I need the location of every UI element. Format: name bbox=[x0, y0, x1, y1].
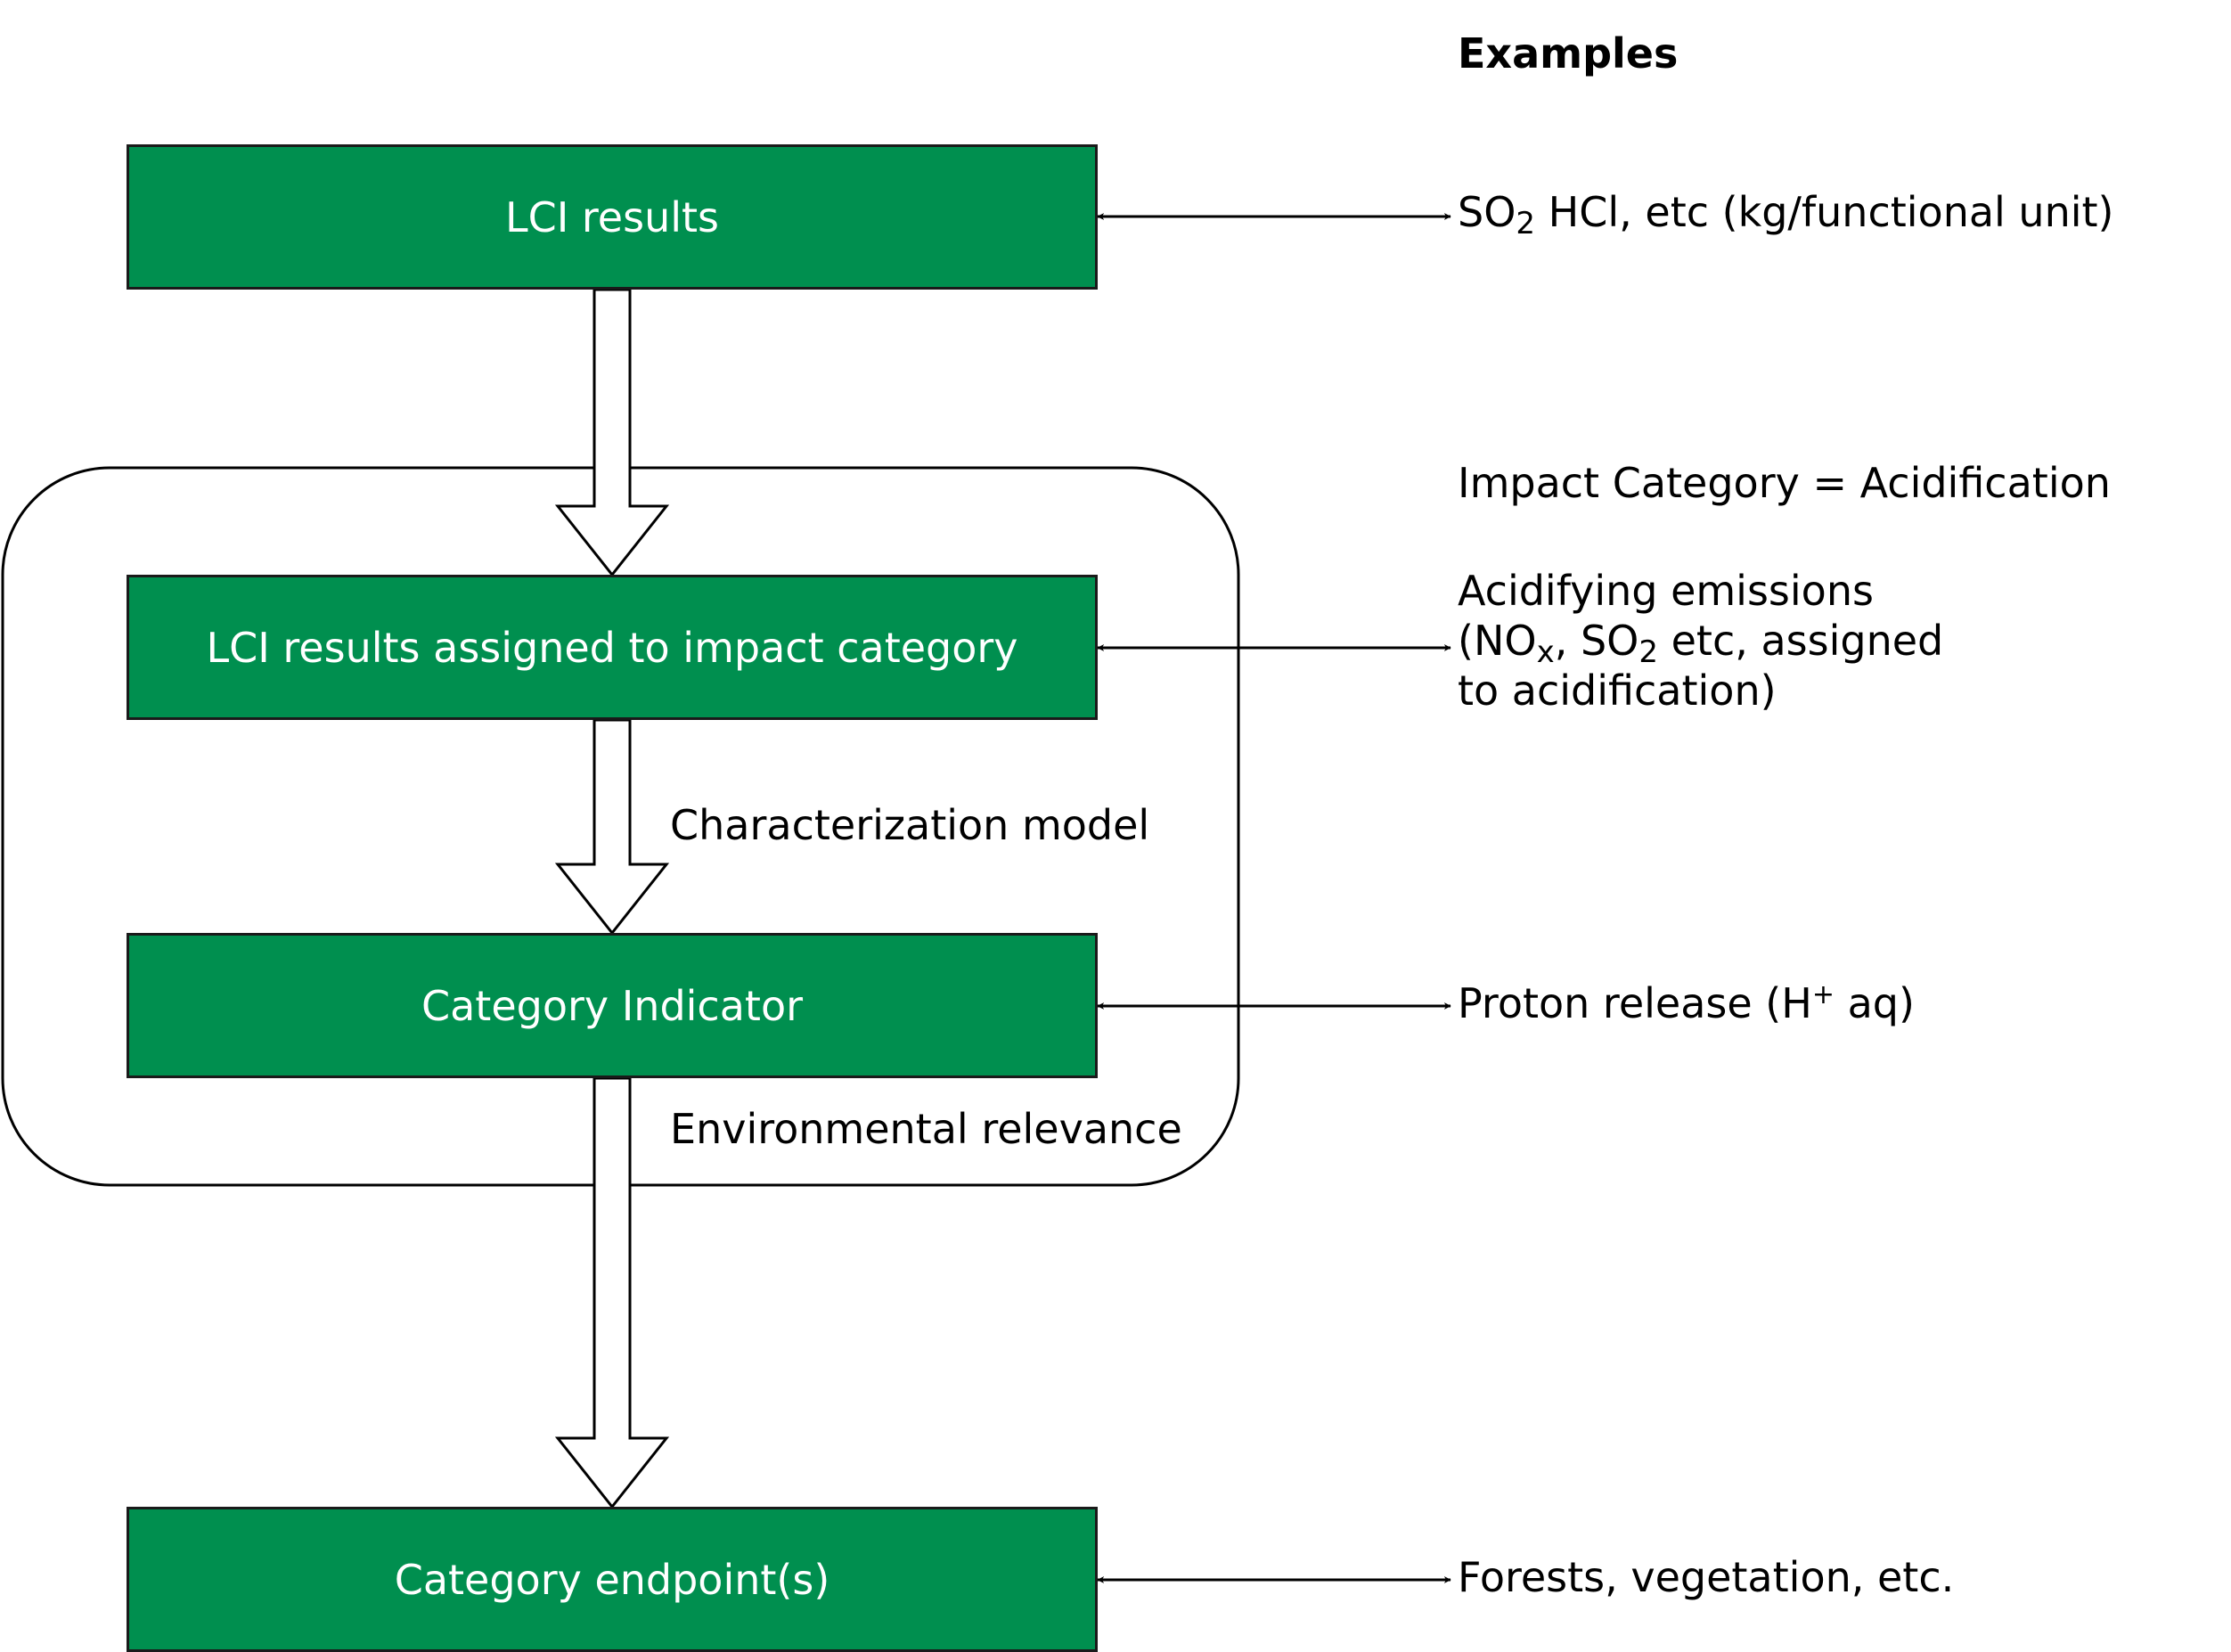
box-category-endpoint: Category endpoint(s) bbox=[127, 1507, 1098, 1652]
example-endpoint: Forests, vegetation, etc. bbox=[1458, 1553, 1955, 1601]
block-arrow-lci-to-assigned bbox=[554, 288, 670, 577]
block-arrow-assigned-to-indicator bbox=[554, 718, 670, 936]
label-characterization-model: Characterization model bbox=[670, 801, 1150, 849]
example-assigned: Acidifying emissions (NOx, SO2 etc, assi… bbox=[1458, 566, 1943, 716]
block-arrow-indicator-to-endpoint bbox=[554, 1076, 670, 1509]
example-assigned-line1: Acidifying emissions bbox=[1458, 567, 1874, 615]
examples-heading: Examples bbox=[1458, 29, 1679, 78]
label-environmental-relevance: Environmental relevance bbox=[670, 1105, 1182, 1153]
example-assigned-line2: (NOx, SO2 etc, assigned bbox=[1458, 617, 1944, 670]
example-assigned-line3: to acidification) bbox=[1458, 667, 1777, 715]
example-lci: SO2 HCl, etc (kg/functional unit) bbox=[1458, 188, 2114, 241]
box-lci-results-label: LCI results bbox=[504, 192, 720, 241]
box-category-endpoint-label: Category endpoint(s) bbox=[394, 1555, 830, 1604]
box-assigned-label: LCI results assigned to impact category bbox=[206, 623, 1018, 672]
box-lci-results: LCI results bbox=[127, 144, 1098, 290]
example-impact-category: Impact Category = Acidification bbox=[1458, 459, 2111, 507]
box-category-indicator-label: Category Indicator bbox=[421, 981, 803, 1030]
example-indicator: Proton release (H+ aq) bbox=[1458, 979, 1915, 1027]
box-category-indicator: Category Indicator bbox=[127, 933, 1098, 1078]
box-assigned: LCI results assigned to impact category bbox=[127, 575, 1098, 720]
